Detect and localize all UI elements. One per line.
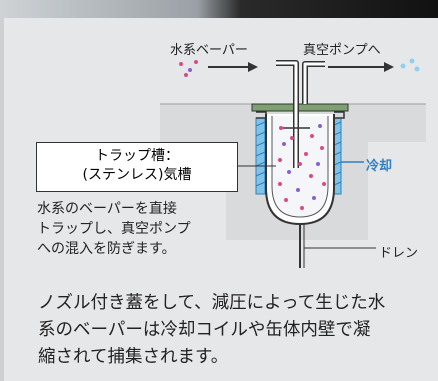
inlet-pipe-core (276, 61, 298, 168)
main-description-line: 系のベーパーは冷却コイルや缶体内壁で凝 (38, 320, 371, 340)
trap-description-line: への混入を防ぎます。 (37, 241, 176, 257)
inlet-arrow-head (248, 62, 258, 72)
vapor-inlet-label: 水系ベーパー (170, 43, 248, 58)
vapor-dot (188, 68, 192, 72)
vapor-trap-diagram (160, 58, 426, 268)
diagram-panel: 水系ベーパー 真空ポンプへ 冷却 ドレン トラップ槽： (ステンレス)気槽 水系… (0, 18, 438, 381)
vapor-dot-light (409, 58, 415, 64)
flange-left (256, 111, 267, 119)
main-description: ノズル付き蓋をして、減圧によって生じた水 系のベーパーは冷却コイルや缶体内壁で凝… (38, 290, 418, 371)
vapor-dot-light (400, 63, 406, 69)
left-rule (0, 18, 4, 381)
trap-description-line: 水系のベーパーを直接 (37, 201, 177, 217)
outlet-pipe-core (303, 62, 325, 104)
trap-description-line: トラップし、真空ポンプ (37, 221, 191, 237)
flange-right (334, 111, 345, 119)
trap-description: 水系のベーパーを直接 トラップし、真空ポンプ への混入を防ぎます。 (37, 199, 257, 259)
nozzle-lid (251, 103, 349, 112)
top-photo-strip (0, 0, 438, 18)
vacuum-pump-label: 真空ポンプへ (303, 43, 381, 58)
outlet-arrow-head (384, 62, 394, 72)
vapor-dot (184, 73, 188, 77)
outlet-pipe (302, 61, 325, 104)
trap-vessel-inner (271, 116, 329, 218)
main-description-line: ノズル付き蓋をして、減圧によって生じた水 (38, 293, 386, 313)
trap-tank-material: (ステンレス)気槽 (82, 167, 192, 183)
condensate-dots (278, 124, 326, 210)
vapor-dot (194, 60, 198, 64)
vapor-dot-light (414, 66, 420, 72)
trap-tank-callout: トラップ槽： (ステンレス)気槽 (36, 142, 238, 192)
trap-tank-title: トラップ槽： (95, 148, 179, 164)
cooling-label: 冷却 (366, 159, 393, 174)
vapor-dot (179, 62, 183, 66)
drain-label: ドレン (379, 246, 419, 261)
main-description-line: 縮されて捕集されます。 (38, 347, 229, 367)
